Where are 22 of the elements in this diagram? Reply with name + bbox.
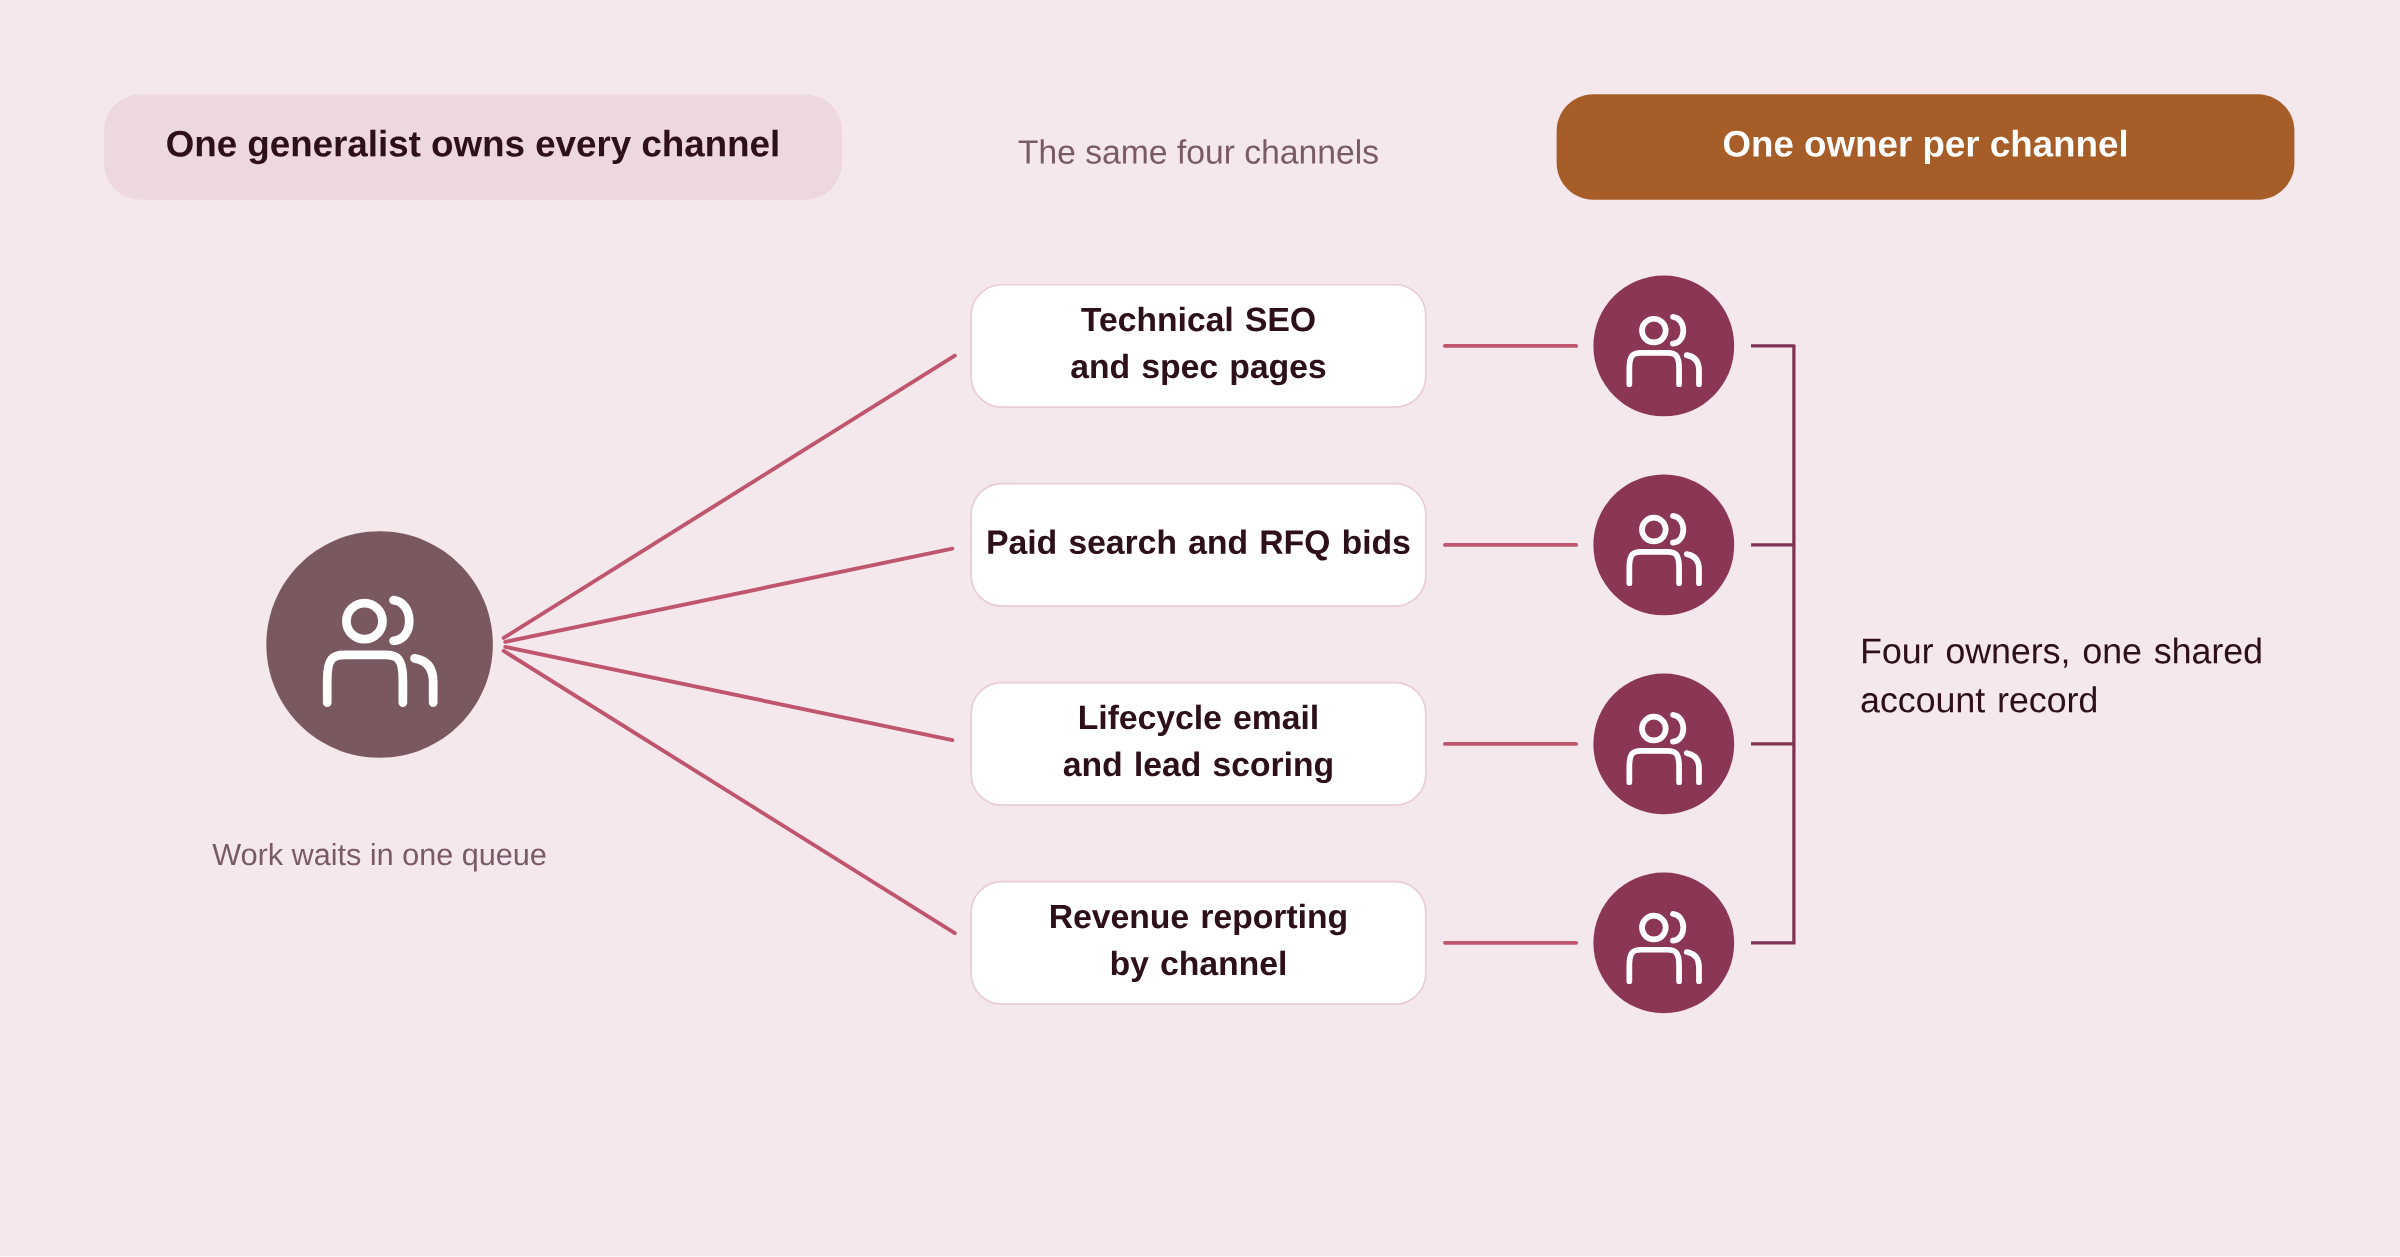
connector-line [1443, 941, 1579, 945]
connector-line [1443, 742, 1579, 746]
channel-box: Revenue reporting by channel [970, 881, 1427, 1006]
connector-line [503, 546, 955, 645]
avatar-circle [1593, 673, 1735, 815]
channel-box: Lifecycle email and lead scoring [970, 682, 1427, 807]
subtitle: The same four channels [1018, 139, 1378, 165]
header-pill: One generalist owns every channel [104, 94, 842, 200]
summary-text: Four owners, one shared account record [1861, 637, 2261, 713]
connector-line [501, 353, 957, 641]
connector-line [503, 645, 955, 743]
connector-line [1443, 543, 1579, 548]
channel-box: Paid search and RFQ bids [970, 483, 1427, 608]
avatar-circle [266, 531, 493, 758]
node-label: Work waits in one queue [212, 843, 546, 872]
avatar-circle [1593, 474, 1735, 616]
avatar-circle [1593, 275, 1735, 417]
channel-box: Technical SEO and spec pages [970, 284, 1427, 409]
header-pill: One owner per channel [1556, 94, 2295, 200]
avatar-circle [1593, 872, 1735, 1014]
connector-line [1443, 344, 1579, 349]
connector-line [501, 649, 957, 936]
